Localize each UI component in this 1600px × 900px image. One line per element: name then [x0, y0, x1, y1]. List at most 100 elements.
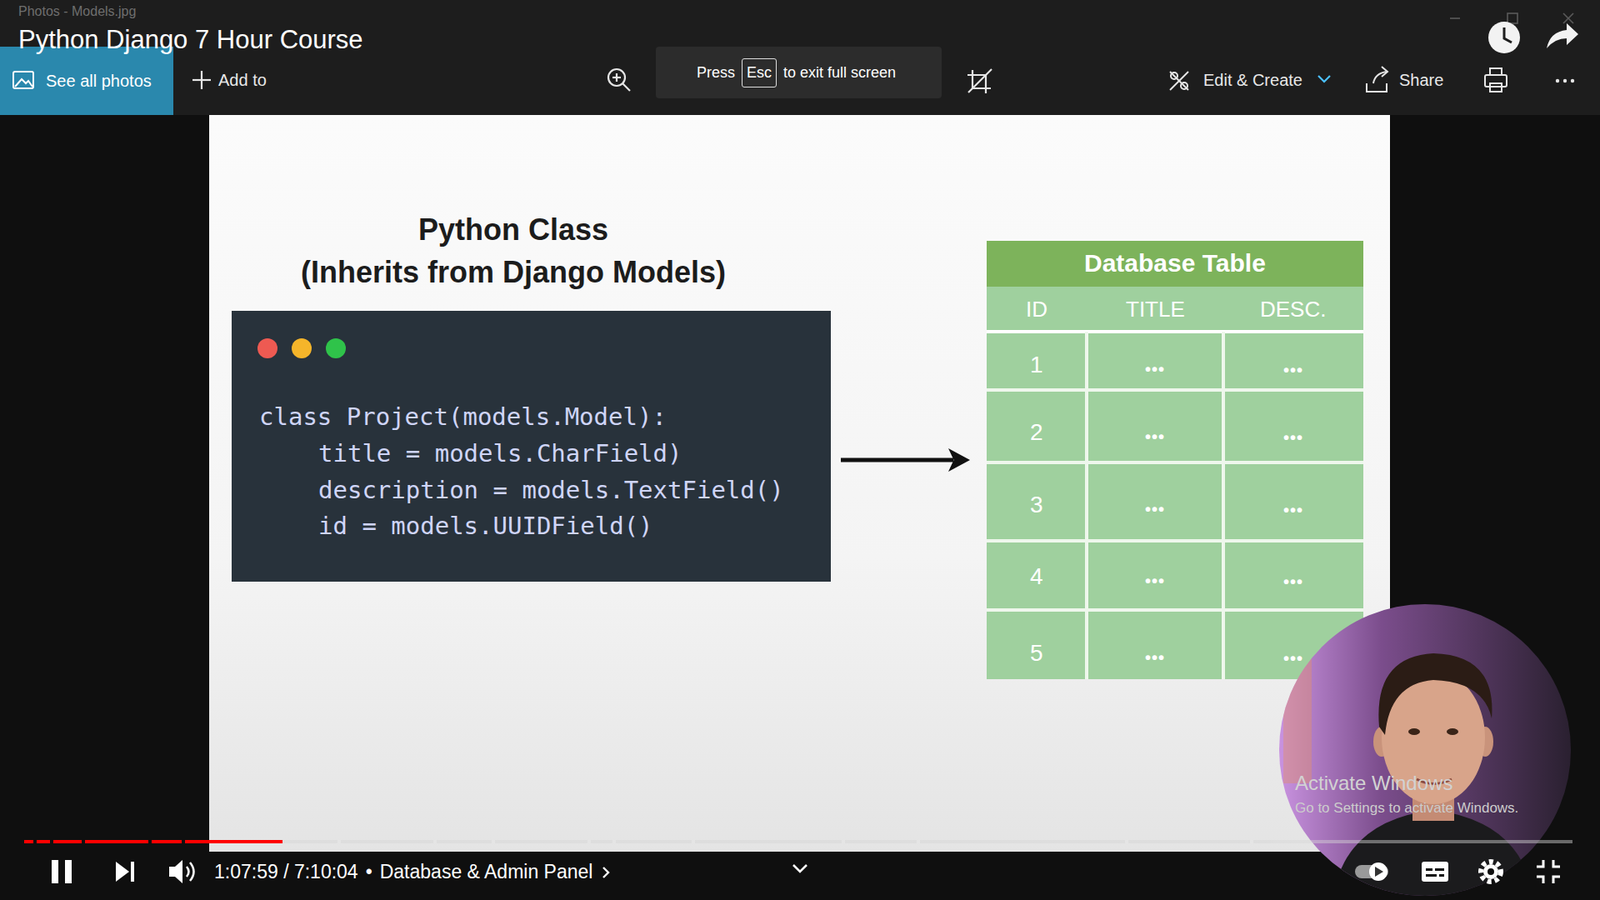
watermark: Go to Settings to activate Windows.	[1295, 800, 1519, 817]
table-title-slot: Database Table	[1084, 249, 1266, 278]
row-id-slot: 3	[1030, 491, 1044, 519]
row-id-slot: 5	[1030, 640, 1044, 667]
code-line: description = models.TextField()	[318, 475, 785, 505]
settings-gear	[1480, 861, 1501, 882]
crop-icon	[967, 69, 992, 94]
top-bar	[0, 0, 1600, 115]
row-id: 5	[1030, 640, 1044, 667]
arrow-connector	[840, 448, 970, 472]
table-row-line	[986, 388, 1364, 392]
tooltip-text: to exit full screen	[783, 64, 896, 82]
cell-placeholder-slot: •••	[1283, 649, 1304, 669]
watermark-slot: Go to Settings to activate Windows.	[1295, 800, 1519, 817]
more-icon	[1555, 79, 1575, 83]
separator: •	[365, 860, 373, 884]
cell-placeholder-slot: •••	[1145, 571, 1165, 591]
column-header-slot: TITLE	[1125, 296, 1185, 323]
watch-later-icon	[1488, 21, 1520, 54]
chapter-title: Database & Admin Panel	[380, 860, 594, 884]
column-header-slot: ID	[1025, 296, 1048, 323]
chapters-chevron	[793, 865, 807, 872]
progress-track	[282, 840, 1573, 844]
dropdown-chevron	[1318, 75, 1330, 82]
tooltip-text: Press	[696, 64, 735, 82]
cell-placeholder: •••	[1283, 360, 1304, 380]
cell-placeholder-slot: •••	[1283, 500, 1304, 520]
cell-placeholder: •••	[1145, 571, 1165, 591]
progress-played	[24, 840, 283, 844]
table-title: Database Table	[1084, 249, 1266, 278]
subheading-slot: (Inherits from Django Models)	[300, 255, 726, 290]
toolbar-label: Add to	[218, 70, 267, 90]
cell-placeholder-slot: •••	[1145, 500, 1165, 520]
button-label: See all photos	[45, 71, 152, 91]
volume-icon	[169, 860, 195, 884]
cell-placeholder: •••	[1145, 500, 1165, 520]
table-row-line	[986, 608, 1364, 612]
row-id-slot: 1	[1030, 351, 1044, 379]
row-id: 1	[1030, 351, 1044, 379]
column-header: DESC.	[1260, 296, 1326, 323]
cell-placeholder-slot: •••	[1283, 360, 1304, 380]
table-row-line	[986, 330, 1364, 334]
watermark-slot: Activate Windows	[1295, 771, 1453, 795]
tooltip-row: Press Esc to exit full screen	[696, 58, 896, 88]
slide-background	[209, 115, 1390, 852]
exit-fullscreen-icon	[1536, 860, 1560, 884]
timeline-row: 1:07:59 / 7:10:04• Database & Admin Panel	[214, 860, 612, 884]
cell-placeholder: •••	[1145, 427, 1165, 447]
cell-placeholder: •••	[1283, 428, 1304, 448]
pause-icon	[51, 860, 72, 884]
toolbar-label-slot: Edit & Create	[1203, 70, 1303, 90]
watermark: Activate Windows	[1295, 771, 1453, 795]
table-row-line	[986, 539, 1364, 543]
code-line: title = models.CharField)	[318, 439, 683, 468]
cell-placeholder: •••	[1145, 648, 1165, 668]
tooltip-box	[655, 46, 942, 99]
row-id-slot: 2	[1030, 419, 1044, 446]
row-id: 2	[1030, 419, 1044, 446]
code-line-slot: id = models.UUIDField()	[318, 511, 654, 540]
window-title-slot: Photos - Models.jpg	[18, 4, 136, 20]
cell-placeholder: •••	[1283, 572, 1304, 592]
edit-icon	[1170, 71, 1189, 90]
window-dot	[291, 338, 312, 359]
see-all-button	[0, 46, 174, 115]
photo-icon	[13, 71, 34, 89]
heading-slot: Python Class	[418, 212, 609, 248]
code-line-slot: title = models.CharField)	[318, 439, 683, 468]
database-table: Database TableID TITLE DESC. 1 ••• ••• 2 ••• •••…	[986, 240, 1364, 680]
chapter-chevron	[600, 864, 612, 881]
row-id: 4	[1030, 563, 1044, 590]
button-label-slot: See all photos	[45, 71, 152, 91]
window-dot	[257, 338, 278, 359]
share-icon	[1366, 66, 1388, 92]
subheading: (Inherits from Django Models)	[300, 255, 726, 290]
share-arrow-icon	[1546, 23, 1579, 49]
row-id: 3	[1030, 491, 1044, 519]
toolbar-label: Share	[1399, 70, 1444, 90]
table-row-line	[986, 460, 1364, 465]
window-title: Photos - Models.jpg	[18, 4, 136, 20]
cell-placeholder: •••	[1283, 500, 1304, 520]
code-line: class Project(models.Model):	[259, 402, 667, 431]
table-column-line	[1221, 331, 1225, 680]
print-icon	[1485, 68, 1507, 92]
key-cap: Esc	[741, 58, 777, 88]
cell-placeholder-slot: •••	[1283, 572, 1304, 592]
toolbar-label-slot: Share	[1399, 70, 1444, 90]
zoom-icon	[608, 69, 630, 91]
plus-icon	[192, 70, 211, 90]
cell-placeholder-slot: •••	[1283, 428, 1304, 448]
toolbar-label: Edit & Create	[1203, 70, 1303, 90]
cell-placeholder-slot: •••	[1145, 360, 1165, 380]
cell-placeholder: •••	[1145, 360, 1165, 380]
cell-placeholder: •••	[1283, 649, 1304, 669]
time-display: 1:07:59 / 7:10:04	[214, 860, 359, 884]
toolbar-label-slot: Add to	[218, 70, 267, 90]
window-dot	[325, 338, 346, 359]
cell-placeholder-slot: •••	[1145, 427, 1165, 447]
table-column-line	[1085, 331, 1089, 680]
